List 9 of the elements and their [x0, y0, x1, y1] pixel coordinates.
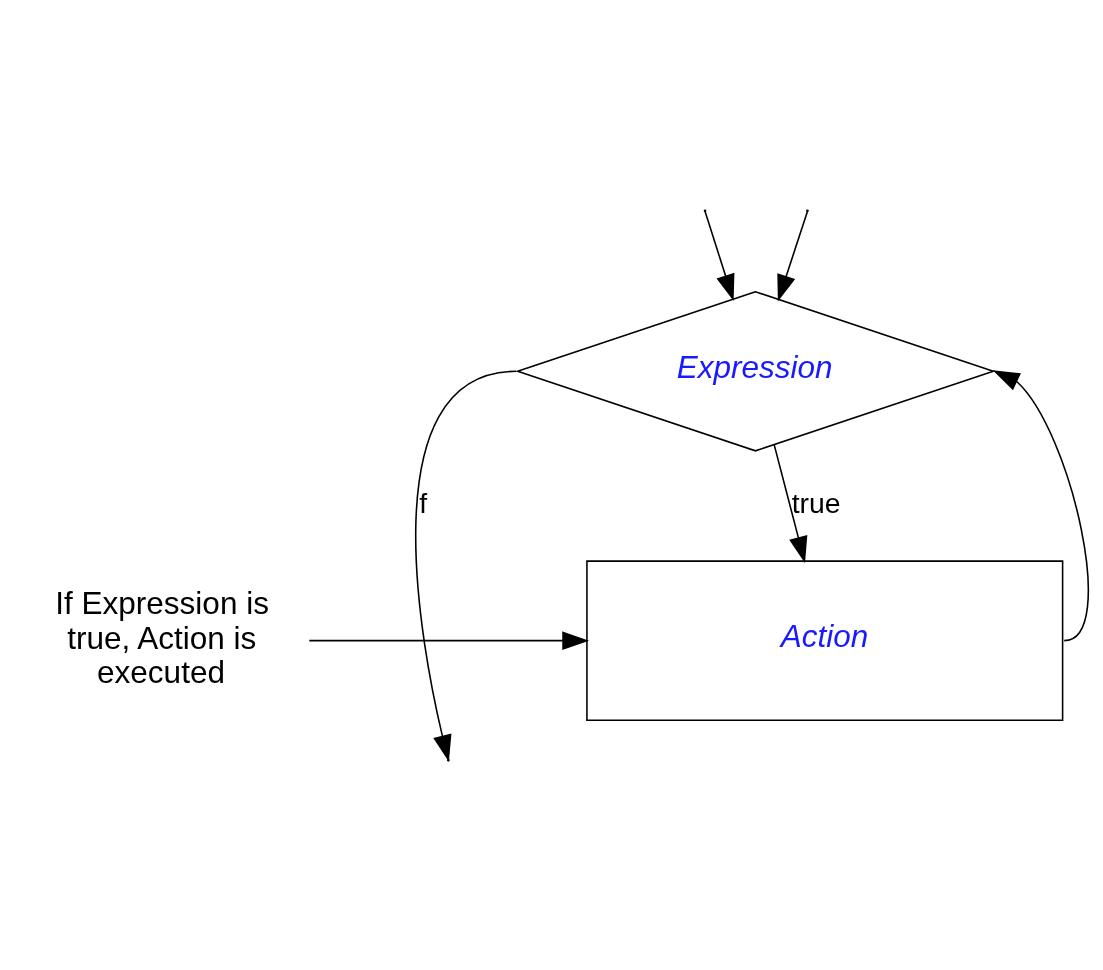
node-text: If Expression is true, Action is executed [55, 584, 269, 690]
edge-label: true [791, 486, 841, 519]
arrow [773, 443, 808, 563]
edge-label: f [419, 486, 428, 519]
arrow [777, 210, 809, 302]
arrow [308, 630, 590, 650]
arrow [992, 369, 1089, 641]
node-diamond: Expression [515, 290, 996, 452]
node-box: Action [586, 559, 1064, 721]
